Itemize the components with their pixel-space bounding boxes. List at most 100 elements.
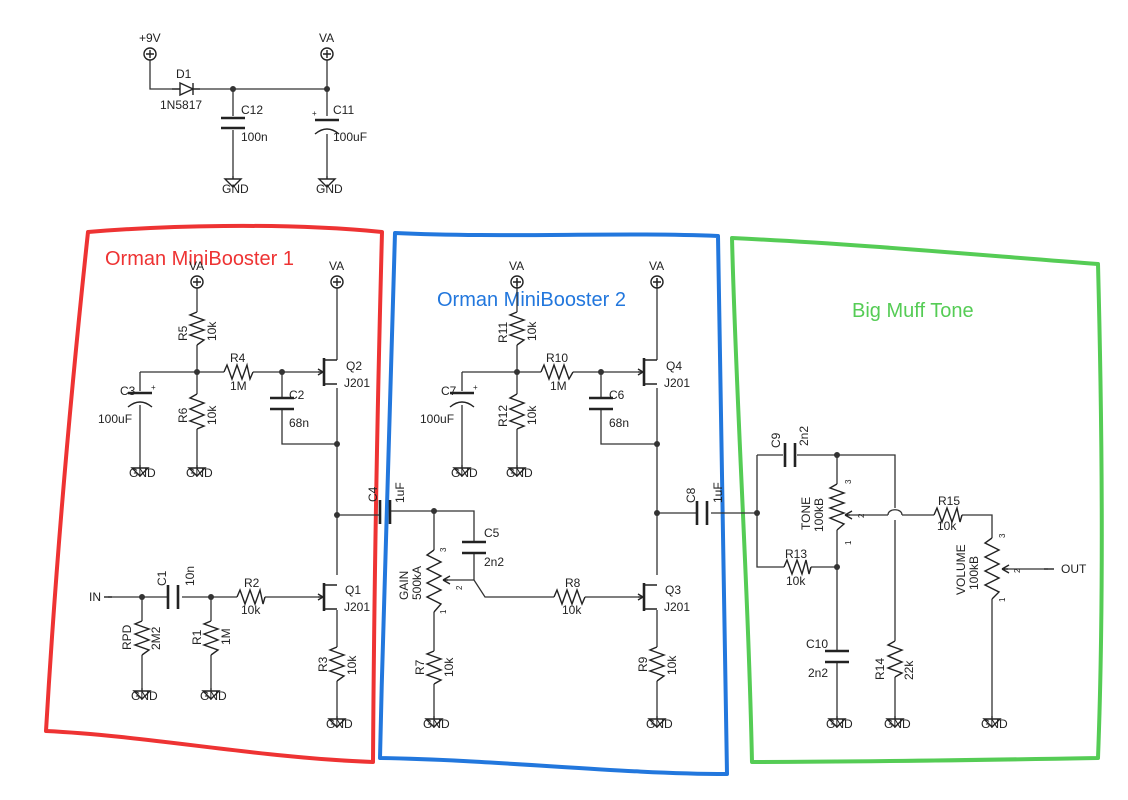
potentiometer-gain: 3 2 1 GAIN 500kA (397, 547, 464, 614)
gnd-symbol: GND (186, 465, 213, 480)
part-value: 100uF (98, 412, 132, 426)
resistor-r10: R10 1M (540, 351, 574, 393)
part-ref: R13 (785, 547, 807, 561)
junction-dot (654, 510, 660, 516)
resistor-r14: R14 22k (873, 640, 916, 680)
capacitor-c2: C2 68n (270, 388, 309, 430)
net-label: GND (826, 717, 853, 731)
polarity-plus: + (473, 383, 478, 392)
net-label: GND (200, 689, 227, 703)
part-value: 100n (241, 130, 268, 144)
junction-dot (194, 369, 200, 375)
junction-dot (834, 452, 840, 458)
part-ref: C12 (241, 103, 263, 117)
resistor-r8: R8 10k (553, 576, 586, 617)
part-ref: Q4 (666, 359, 682, 373)
junction-dot (334, 441, 340, 447)
part-ref: C5 (484, 526, 500, 540)
wires (108, 60, 1048, 716)
net-label: GND (222, 182, 249, 196)
part-value: 68n (609, 416, 629, 430)
part-ref: C6 (609, 388, 625, 402)
pin-number: 3 (844, 479, 853, 484)
part-value: 10k (937, 519, 957, 533)
part-ref: C7 (441, 384, 457, 398)
diode-d1: D1 1N5817 (160, 67, 202, 112)
part-value: J201 (664, 376, 690, 390)
gnd-symbol: GND (200, 688, 227, 703)
resistor-r13: R13 10k (783, 547, 812, 588)
part-value: 2n2 (808, 666, 828, 680)
part-ref: Q2 (346, 359, 362, 373)
gnd-symbol: GND (646, 716, 673, 731)
part-value: 10k (345, 655, 359, 675)
section-box-booster1 (44, 223, 384, 764)
net-label: VA (329, 259, 344, 273)
jfet-q2: Q2 J201 (317, 358, 370, 390)
part-value: 10k (205, 321, 219, 341)
junction-dot (514, 369, 520, 375)
net-label: GND (506, 466, 533, 480)
part-value: 100kB (967, 556, 981, 590)
section-title-booster2: Orman MiniBooster 2 (437, 289, 626, 311)
junction-dot (279, 369, 285, 375)
part-ref: C4 (366, 486, 380, 502)
part-value: 1uF (393, 482, 407, 503)
gnd-symbol: GND (129, 465, 156, 480)
jfet-q4: Q4 J201 (637, 358, 690, 390)
part-ref: R15 (938, 494, 960, 508)
net-label: GND (131, 689, 158, 703)
coupling-capacitor-c8: C8 1uF (684, 482, 725, 525)
part-ref: RPD (120, 624, 134, 650)
net-label: +9V (139, 31, 161, 45)
net-label: GND (646, 717, 673, 731)
resistor-r1: R1 1M (190, 620, 233, 656)
part-ref: R14 (873, 658, 887, 680)
resistor-r4: R4 1M (223, 351, 254, 393)
net-label: GND (981, 717, 1008, 731)
net-label: GND (884, 717, 911, 731)
resistor-r3: R3 10k (316, 646, 359, 682)
part-ref: R2 (244, 576, 260, 590)
supply-terminal-9v: +9V (139, 31, 161, 61)
part-value: 10n (183, 566, 197, 586)
rail-terminal-va: VA (649, 259, 664, 289)
gnd-symbol: GND (506, 465, 533, 480)
part-ref: R1 (190, 629, 204, 645)
junction-dot (598, 369, 604, 375)
section-box-tone (730, 236, 1104, 764)
part-ref: VOLUME (954, 544, 968, 595)
resistor-r5: R5 10k (176, 311, 219, 346)
pin-number: 2 (1013, 568, 1022, 573)
part-value: J201 (344, 600, 370, 614)
gnd-symbol: GND (222, 176, 249, 196)
resistor-r6: R6 10k (176, 393, 219, 430)
net-label: GND (423, 717, 450, 731)
gnd-symbol: GND (316, 176, 343, 196)
part-ref: R10 (546, 351, 568, 365)
part-ref: TONE (799, 497, 813, 530)
part-value: 10k (525, 405, 539, 425)
input-terminal: IN (89, 590, 112, 604)
part-value: 2n2 (797, 426, 811, 446)
part-value: 10k (205, 405, 219, 425)
junction-dot (654, 441, 660, 447)
resistor-r12: R12 10k (496, 393, 539, 430)
capacitor-c6: C6 68n (589, 388, 629, 430)
section-box-booster2 (378, 231, 729, 776)
part-ref: C3 (120, 384, 136, 398)
part-value: 100kB (812, 498, 826, 532)
electrolytic-capacitor-c7: + C7 100uF (420, 383, 478, 426)
rail-terminal-va: VA (189, 259, 204, 289)
part-ref: R5 (176, 325, 190, 341)
gnd-symbol: GND (451, 465, 478, 480)
net-label: GND (451, 466, 478, 480)
part-ref: C1 (155, 570, 169, 586)
part-ref: D1 (176, 67, 192, 81)
part-ref: C2 (289, 388, 305, 402)
net-label: GND (186, 466, 213, 480)
part-ref: R4 (230, 351, 246, 365)
net-label: VA (319, 31, 334, 45)
part-ref: Q1 (345, 583, 361, 597)
electrolytic-capacitor-c3: + C3 100uF (98, 383, 156, 426)
